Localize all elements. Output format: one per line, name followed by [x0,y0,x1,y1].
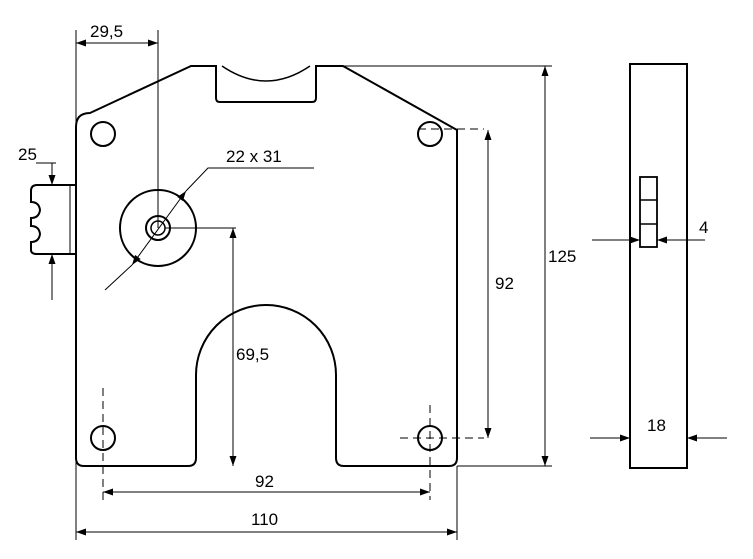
dim-hub-size: 22 x 31 [226,147,282,166]
dim-line-hub-diagonal [131,190,187,266]
plate-outline [75,65,458,467]
mounting-hole-top-right [417,121,443,147]
side-bolt [639,176,658,248]
dim-top-offset: 29,5 [90,22,123,41]
dim-total-height: 125 [548,247,576,266]
dim-hole-spacing-horizontal: 92 [255,472,274,491]
mounting-hole-top-left [90,121,116,147]
leader-hub-size [185,167,314,192]
dim-left-tab: 25 [18,145,37,164]
dim-cutout-height: 69,5 [236,345,269,364]
left-bolt-tab [30,184,76,255]
dim-hole-spacing-vertical: 92 [495,274,514,293]
dim-total-width: 110 [251,510,278,529]
side-view-body [629,63,688,469]
top-notch-curve [221,65,311,82]
mounting-hole-bottom-left [90,425,116,451]
extension-lines [36,30,552,540]
dim-side-thickness: 18 [647,416,666,435]
dim-side-bolt: 4 [699,218,708,237]
leader-hub-tail [104,264,133,291]
hidden-lines [102,128,484,500]
